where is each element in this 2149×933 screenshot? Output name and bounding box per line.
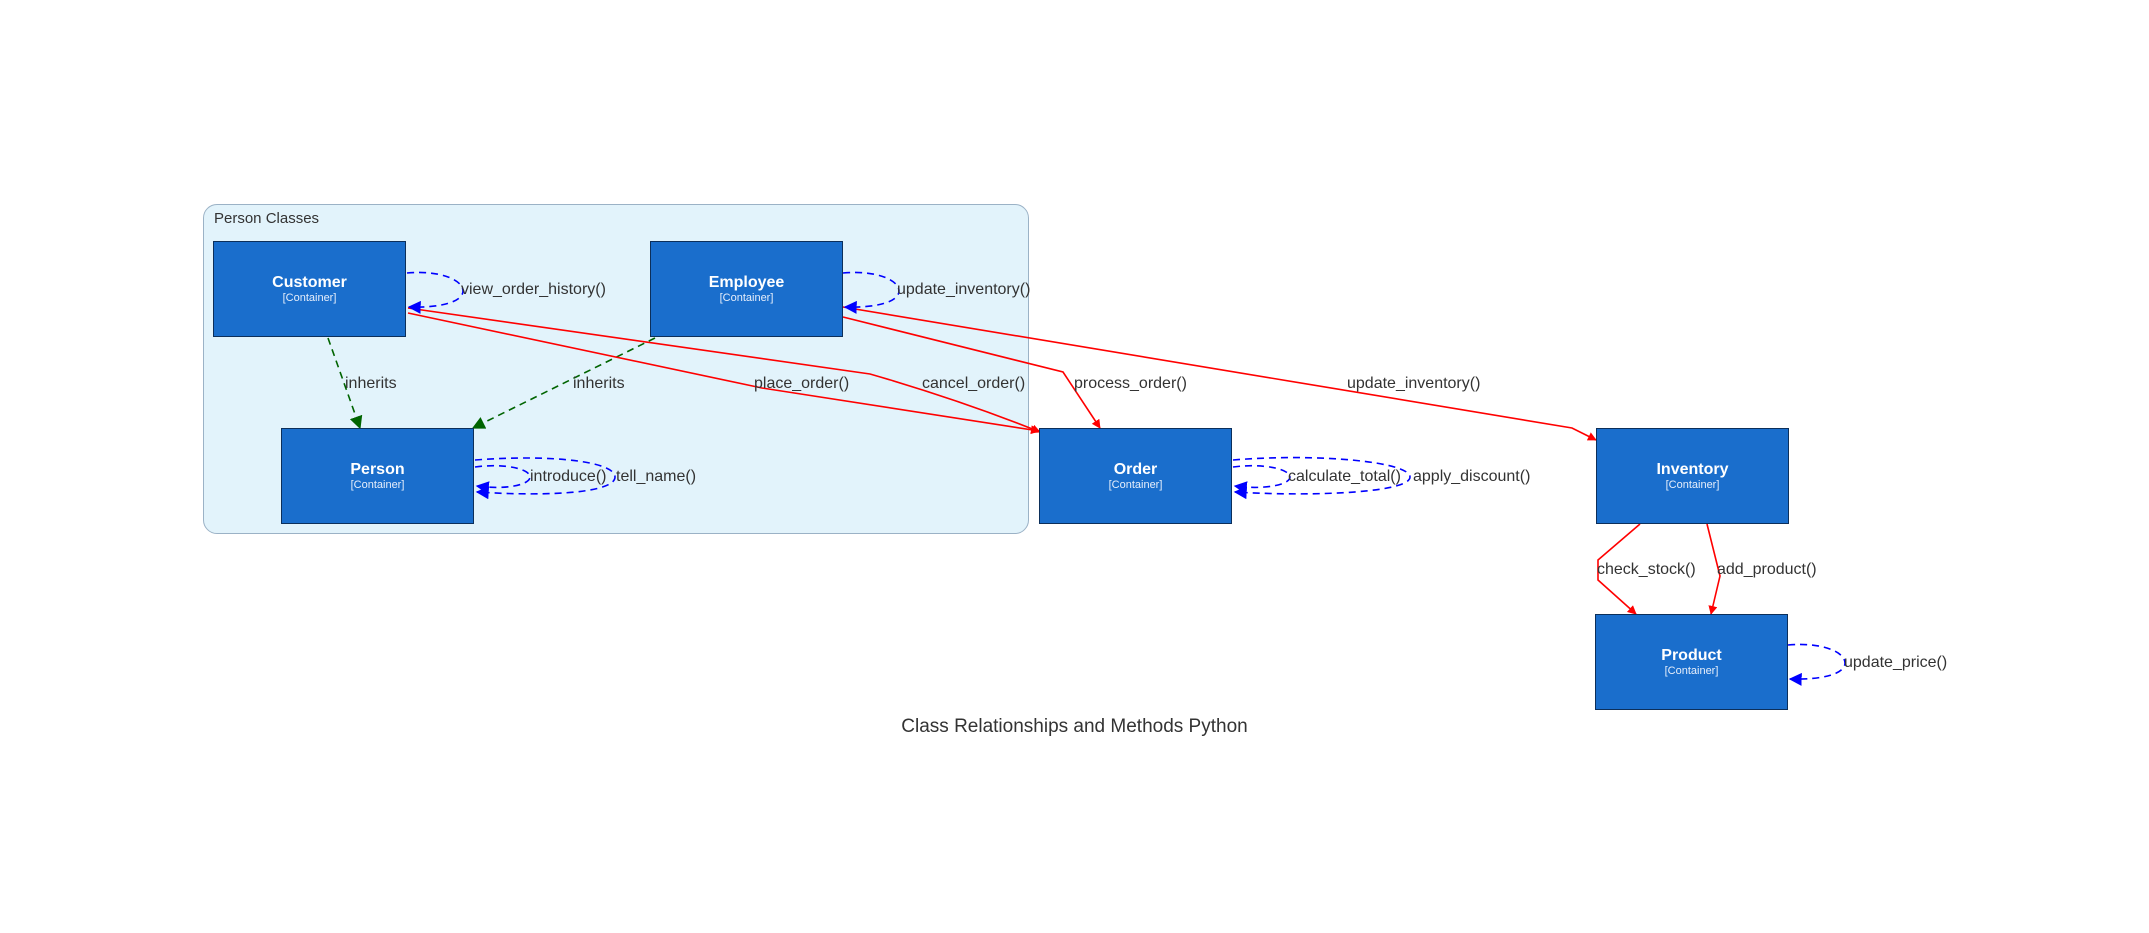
node-type: [Container] [350, 479, 405, 491]
node-inventory[interactable]: Inventory [Container] [1596, 428, 1789, 524]
edge-label-tell-name: tell_name() [616, 468, 697, 485]
node-title: Inventory [1656, 461, 1729, 478]
edge-label-process-order: process_order() [1074, 375, 1187, 392]
edge-label-place-order: place_order() [754, 375, 850, 392]
node-product[interactable]: Product [Container] [1595, 614, 1788, 710]
node-type: [Container] [1664, 665, 1719, 677]
edge-label-update-inventory-self: update_inventory() [897, 281, 1031, 298]
edge-label-update-price: update_price() [1844, 654, 1948, 671]
cluster-label: Person Classes [214, 210, 320, 227]
edge-place-order [407, 312, 1040, 435]
edge-label-calculate-total: calculate_total() [1288, 468, 1401, 485]
edge-loop-order-calculate [1232, 464, 1291, 495]
node-title: Employee [708, 274, 785, 291]
node-customer[interactable]: Customer [Container] [213, 241, 406, 337]
edge-loop-person-tell-name [474, 457, 616, 500]
node-title: Product [1661, 647, 1722, 664]
edge-label-add-product: add_product() [1717, 561, 1817, 578]
edge-label-introduce: introduce() [530, 468, 607, 485]
edge-label-view-order-history: view_order_history() [461, 281, 606, 298]
edge-employee-inherits-person [471, 337, 656, 429]
edge-label-update-inventory: update_inventory() [1347, 375, 1481, 392]
node-type: [Container] [1108, 479, 1163, 491]
edge-loop-product [1787, 643, 1846, 686]
edge-cancel-order [407, 307, 1041, 434]
edge-loop-order-discount [1232, 456, 1411, 500]
edge-loop-person-introduce [474, 464, 531, 495]
node-title: Customer [272, 274, 347, 291]
edge-customer-inherits-person [327, 337, 363, 430]
edge-add-product [1706, 523, 1721, 615]
node-order[interactable]: Order [Container] [1039, 428, 1232, 524]
node-employee[interactable]: Employee [Container] [650, 241, 843, 337]
edge-label-employee-inherits: inherits [573, 375, 625, 392]
edge-process-order [842, 316, 1101, 429]
edge-label-cancel-order: cancel_order() [922, 375, 1026, 392]
edge-label-apply-discount: apply_discount() [1413, 468, 1531, 485]
edge-label-check-stock: check_stock() [1597, 561, 1696, 578]
node-title: Person [350, 461, 405, 478]
node-type: [Container] [1665, 479, 1720, 491]
diagram-caption: Class Relationships and Methods Python [901, 716, 1248, 737]
edge-loop-customer [406, 271, 464, 314]
node-type: [Container] [282, 292, 337, 304]
edge-check-stock [1597, 523, 1641, 615]
node-title: Order [1113, 461, 1158, 478]
node-type: [Container] [719, 292, 774, 304]
node-person[interactable]: Person [Container] [281, 428, 474, 524]
edge-update-inventory [842, 306, 1597, 441]
edge-loop-employee [842, 271, 900, 314]
edge-label-customer-inherits: inherits [345, 375, 397, 392]
